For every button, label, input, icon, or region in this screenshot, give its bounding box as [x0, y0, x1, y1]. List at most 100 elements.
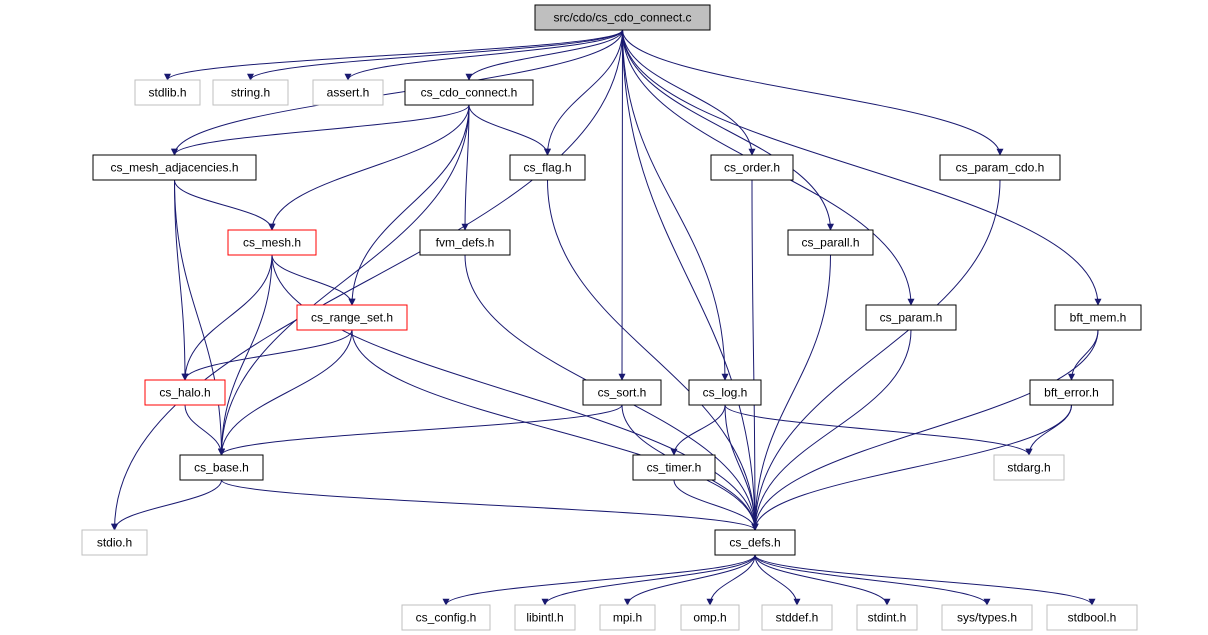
node-label-stdio: stdio.h [97, 536, 132, 550]
edge-defs-to-cs_config [442, 554, 756, 606]
node-systypes: sys/types.h [941, 604, 1033, 631]
node-omp: omp.h [680, 604, 740, 631]
node-fvm_defs[interactable]: fvm_defs.h [419, 229, 511, 256]
node-flag[interactable]: cs_flag.h [509, 154, 586, 181]
node-box-param_cdo [939, 154, 1061, 181]
node-box-bft_error [1029, 379, 1114, 406]
node-parall[interactable]: cs_parall.h [787, 229, 874, 256]
edge-root-to-defs [622, 29, 759, 531]
edge-order-to-defs [751, 179, 759, 531]
node-label-flag: cs_flag.h [523, 161, 571, 175]
edge-root-to-mesh_adj [171, 29, 623, 156]
edge-bft_mem-to-defs [751, 329, 1099, 531]
edge-mesh-to-base [218, 254, 273, 456]
node-order[interactable]: cs_order.h [710, 154, 794, 181]
node-box-log [688, 379, 762, 406]
edge-range_set-to-base [218, 329, 353, 456]
node-box-flag [509, 154, 586, 181]
node-label-param_cdo: cs_param_cdo.h [956, 161, 1045, 175]
node-box-cs_config [401, 604, 491, 631]
edge-halo-to-base [184, 404, 225, 456]
edge-sort-to-base [218, 404, 623, 456]
node-label-string: string.h [231, 86, 270, 100]
node-box-stdbool [1046, 604, 1138, 631]
edge-defs-to-stdbool [754, 554, 1096, 606]
edge-root-to-flag [544, 29, 623, 156]
node-timer[interactable]: cs_timer.h [632, 454, 716, 481]
node-box-parall [787, 229, 874, 256]
edge-bft_mem-to-bft_error [1068, 329, 1099, 381]
node-box-root [534, 4, 711, 31]
edge-root-to-string [247, 29, 623, 81]
edge-defs-to-systypes [754, 554, 991, 606]
edge-root-to-assert [344, 29, 623, 81]
edges-layer [111, 29, 1102, 606]
edge-defs-to-mpi [624, 554, 756, 606]
node-bft_mem[interactable]: bft_mem.h [1054, 304, 1142, 331]
node-box-cdo_connect_h [404, 79, 534, 106]
node-label-bft_error: bft_error.h [1044, 386, 1099, 400]
edge-timer-to-defs [673, 479, 759, 531]
edge-defs-to-stdint [754, 554, 891, 606]
node-root[interactable]: src/cdo/cs_cdo_connect.c [534, 4, 711, 31]
edge-mesh_adj-to-halo [174, 179, 189, 381]
node-stdio: stdio.h [81, 529, 148, 556]
node-label-timer: cs_timer.h [647, 461, 702, 475]
node-cdo_connect_h[interactable]: cs_cdo_connect.h [404, 79, 534, 106]
edge-root-to-log [622, 29, 729, 381]
node-halo[interactable]: cs_halo.h [144, 379, 226, 406]
node-sort[interactable]: cs_sort.h [582, 379, 662, 406]
edge-base-to-defs [221, 479, 759, 531]
node-defs[interactable]: cs_defs.h [714, 529, 796, 556]
node-box-sort [582, 379, 662, 406]
node-label-stdlib: stdlib.h [148, 86, 186, 100]
node-mesh_adj[interactable]: cs_mesh_adjacencies.h [92, 154, 257, 181]
node-libintl: libintl.h [514, 604, 576, 631]
node-label-root: src/cdo/cs_cdo_connect.c [553, 11, 691, 25]
node-label-log: cs_log.h [703, 386, 748, 400]
node-box-range_set [296, 304, 408, 331]
edge-cdo_connect_h-to-mesh [268, 104, 470, 231]
node-box-bft_mem [1054, 304, 1142, 331]
edge-log-to-defs [724, 404, 759, 531]
node-label-stdarg: stdarg.h [1007, 461, 1050, 475]
node-range_set[interactable]: cs_range_set.h [296, 304, 408, 331]
edge-flag-to-defs [547, 179, 759, 531]
node-mpi: mpi.h [599, 604, 656, 631]
node-box-mesh [227, 229, 317, 256]
node-box-stdint [856, 604, 918, 631]
edge-param-to-defs [751, 329, 912, 531]
edge-defs-to-stddef [754, 554, 801, 606]
node-label-bft_mem: bft_mem.h [1070, 311, 1127, 325]
node-base[interactable]: cs_base.h [179, 454, 264, 481]
node-log[interactable]: cs_log.h [688, 379, 762, 406]
edge-bft_error-to-stdarg [1025, 404, 1072, 456]
edge-defs-to-libintl [541, 554, 756, 606]
node-label-halo: cs_halo.h [159, 386, 210, 400]
node-label-systypes: sys/types.h [957, 611, 1017, 625]
node-param_cdo[interactable]: cs_param_cdo.h [939, 154, 1061, 181]
edge-root-to-bft_mem [622, 29, 1102, 306]
node-box-defs [714, 529, 796, 556]
node-label-libintl: libintl.h [526, 611, 563, 625]
node-param[interactable]: cs_param.h [865, 304, 957, 331]
node-box-order [710, 154, 794, 181]
node-box-base [179, 454, 264, 481]
edge-param_cdo-to-defs [751, 179, 1001, 531]
node-mesh[interactable]: cs_mesh.h [227, 229, 317, 256]
node-box-stdarg [993, 454, 1065, 481]
node-bft_error[interactable]: bft_error.h [1029, 379, 1114, 406]
node-label-mesh_adj: cs_mesh_adjacencies.h [110, 161, 238, 175]
edge-log-to-timer [670, 404, 726, 456]
node-box-mpi [599, 604, 656, 631]
node-label-param: cs_param.h [880, 311, 943, 325]
edge-root-to-stdlib [164, 29, 623, 81]
node-box-param [865, 304, 957, 331]
edge-mesh-to-range_set [271, 254, 356, 306]
node-box-stdio [81, 529, 148, 556]
node-label-cs_config: cs_config.h [416, 611, 477, 625]
node-label-stdbool: stdbool.h [1068, 611, 1117, 625]
node-box-mesh_adj [92, 154, 257, 181]
node-box-fvm_defs [419, 229, 511, 256]
edge-cdo_connect_h-to-mesh_adj [171, 104, 470, 156]
